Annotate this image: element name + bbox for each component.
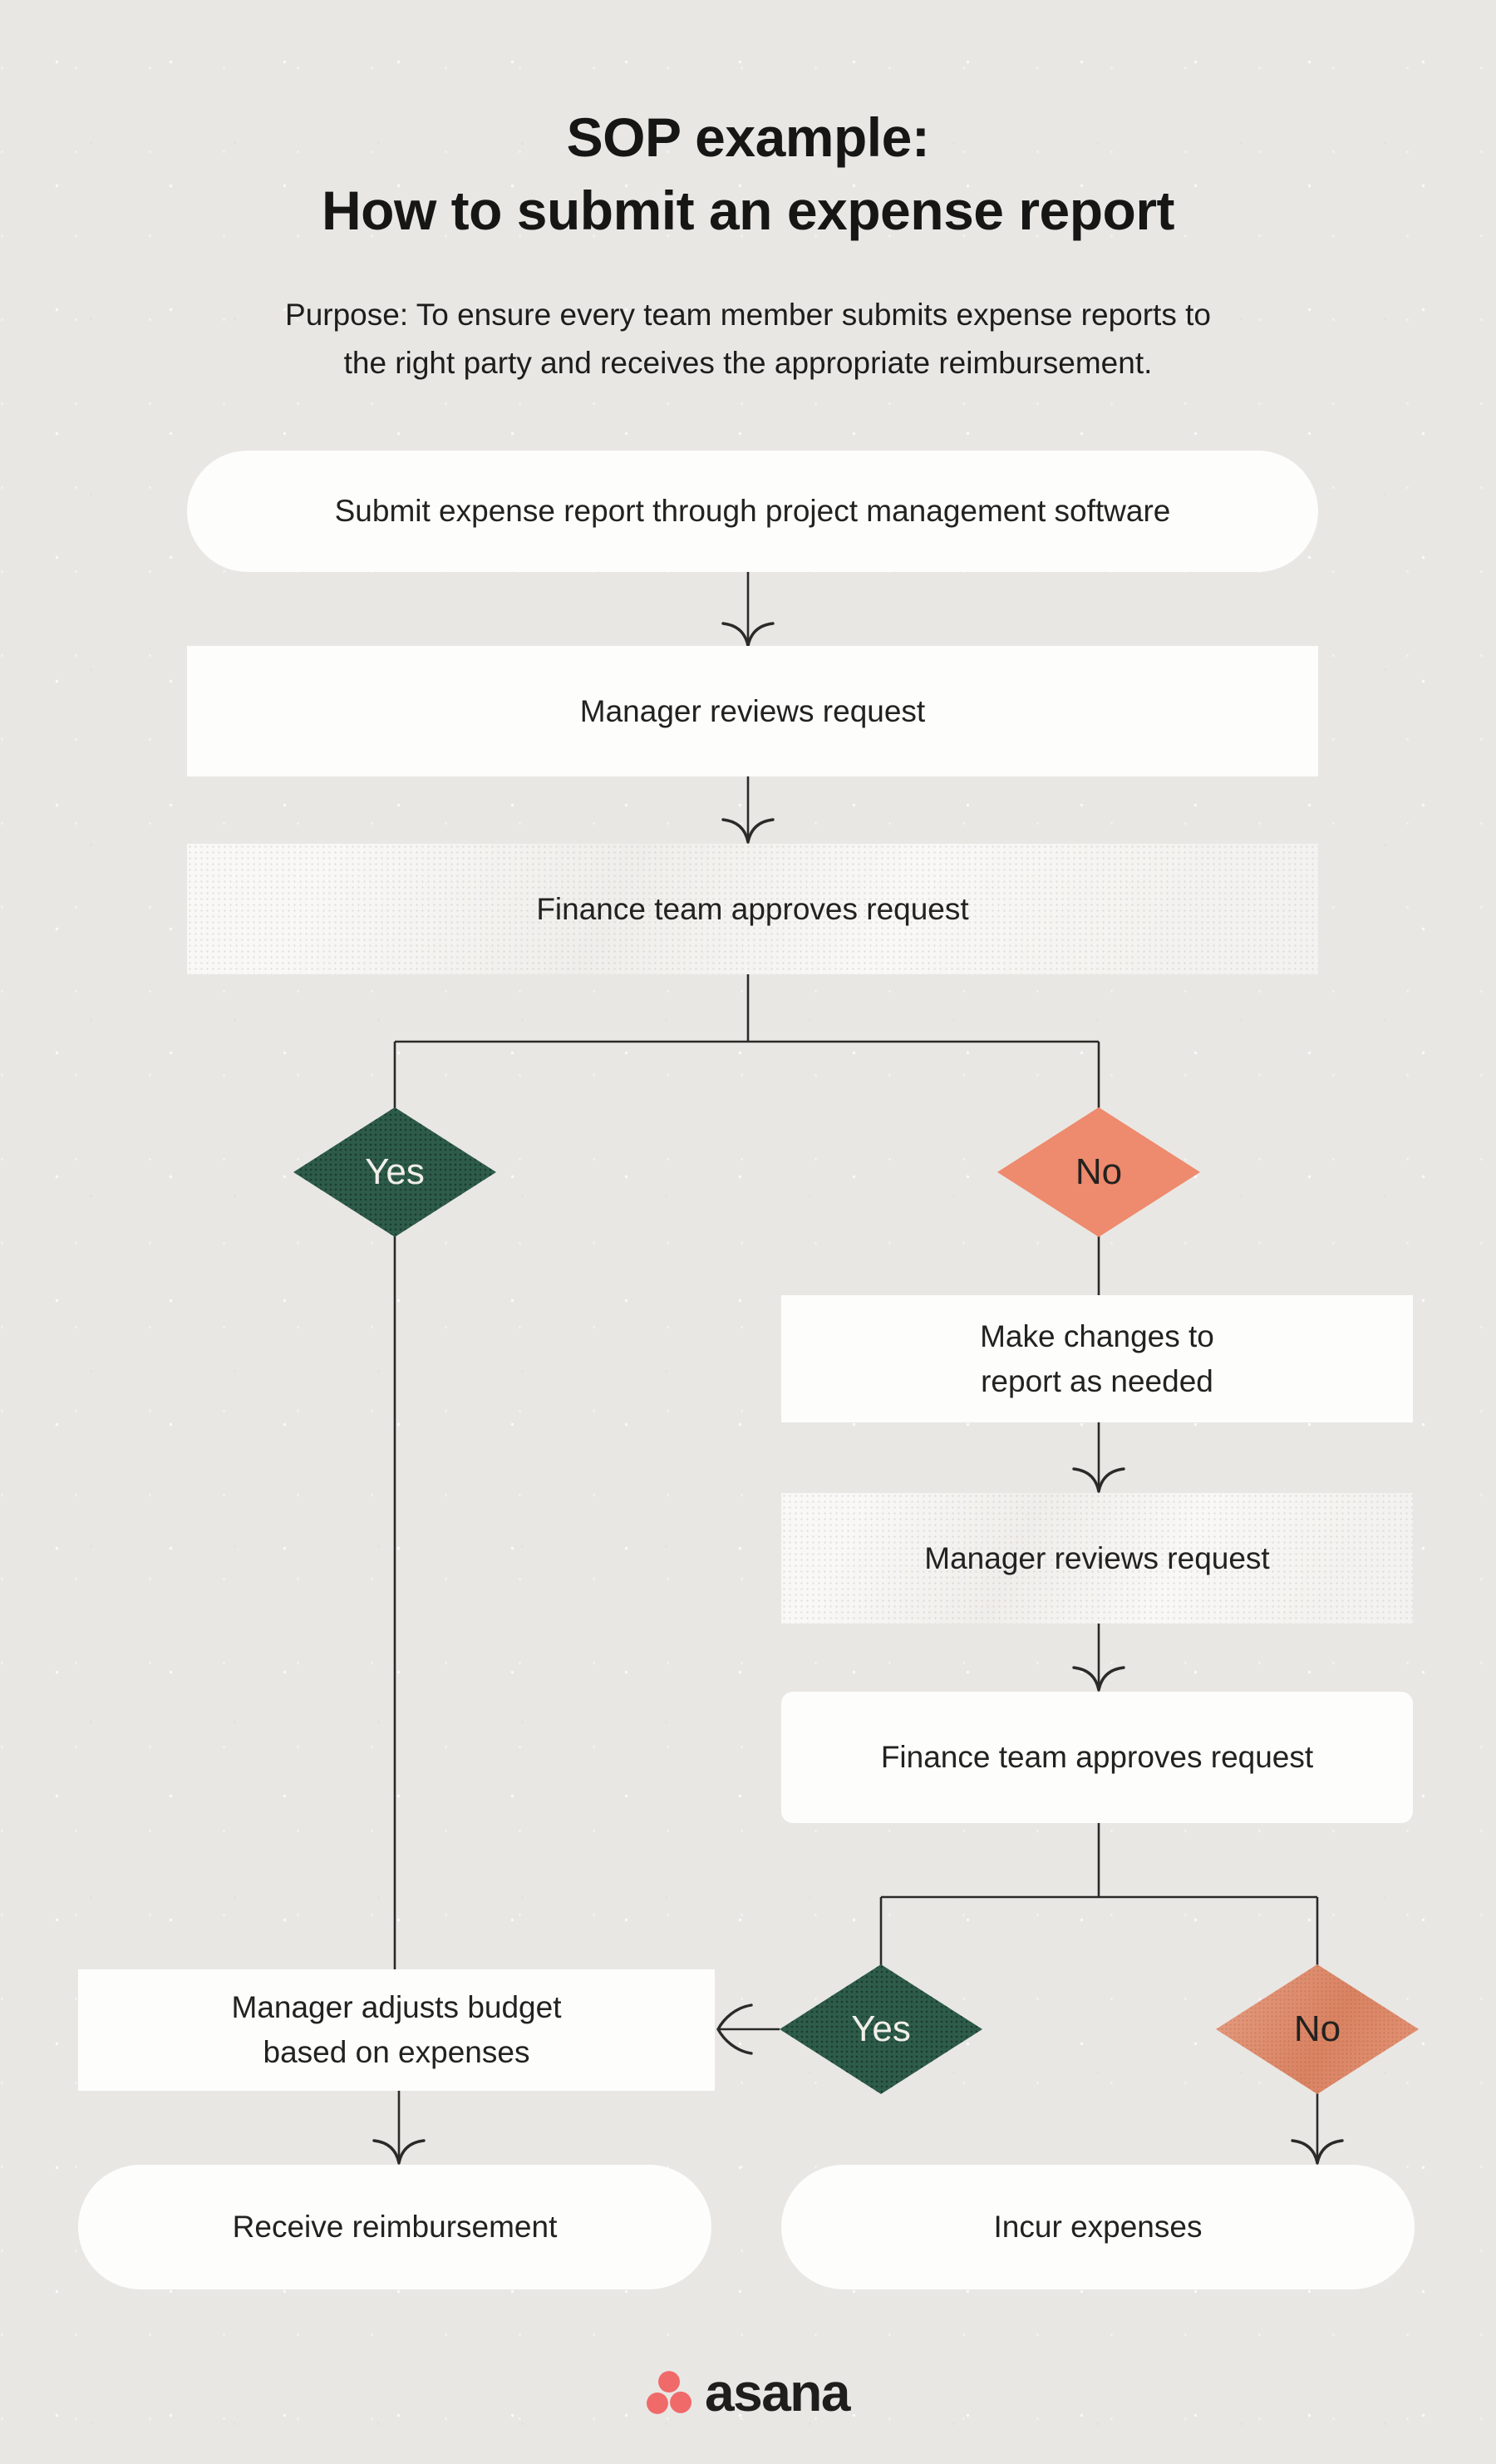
page-title-line1: SOP example: xyxy=(566,106,930,168)
page-title-line2: How to submit an expense report xyxy=(322,179,1175,241)
node-label-line2: based on expenses xyxy=(263,2035,530,2069)
decision-label: No xyxy=(1293,2008,1341,2049)
node-finance-team-approves-1: Finance team approves request xyxy=(187,844,1318,974)
node-incur-expenses: Incur expenses xyxy=(781,2165,1415,2289)
arrowhead-manager1 xyxy=(721,622,775,648)
node-make-changes: Make changes to report as needed xyxy=(781,1295,1413,1422)
node-submit-expense-report: Submit expense report through project ma… xyxy=(187,451,1318,572)
decision-label: No xyxy=(1075,1151,1123,1192)
purpose-text-line1: Purpose: To ensure every team member sub… xyxy=(285,298,1211,332)
arrowhead-manager2 xyxy=(1072,1467,1125,1493)
node-label: Manager reviews request xyxy=(924,1540,1270,1575)
decision-label: Yes xyxy=(365,1151,425,1192)
arrowhead-incur xyxy=(1291,2139,1344,2165)
page-title: SOP example: How to submit an expense re… xyxy=(0,101,1496,248)
arrowhead-receive xyxy=(372,2139,426,2165)
node-label: Finance team approves request xyxy=(536,891,969,926)
node-receive-reimbursement: Receive reimbursement xyxy=(78,2165,711,2289)
purpose-text-line2: the right party and receives the appropr… xyxy=(343,345,1153,380)
asana-logo: asana xyxy=(647,2363,850,2422)
node-label-line1: Make changes to xyxy=(980,1318,1214,1353)
node-label: Submit expense report through project ma… xyxy=(334,494,1171,529)
node-label: Manager reviews request xyxy=(579,693,926,728)
node-label: Receive reimbursement xyxy=(232,2210,558,2245)
node-manager-reviews-request-1: Manager reviews request xyxy=(187,646,1318,776)
node-finance-team-approves-2: Finance team approves request xyxy=(781,1692,1413,1823)
asana-logo-icon xyxy=(647,2371,692,2414)
arrowhead-adjust-left xyxy=(716,2003,753,2055)
asana-wordmark: asana xyxy=(705,2363,850,2422)
purpose-text: Purpose: To ensure every team member sub… xyxy=(0,291,1496,387)
node-label-line2: report as needed xyxy=(981,1363,1213,1398)
node-manager-reviews-request-2: Manager reviews request xyxy=(781,1493,1413,1624)
arrowhead-finance2 xyxy=(1072,1666,1125,1692)
node-label: Finance team approves request xyxy=(880,1740,1314,1775)
arrowhead-finance1 xyxy=(721,818,775,844)
node-label-line1: Manager adjusts budget xyxy=(231,1990,562,2025)
node-label: Incur expenses xyxy=(993,2210,1203,2245)
decision-label: Yes xyxy=(851,2008,911,2049)
node-manager-adjusts-budget: Manager adjusts budget based on expenses xyxy=(78,1969,715,2091)
